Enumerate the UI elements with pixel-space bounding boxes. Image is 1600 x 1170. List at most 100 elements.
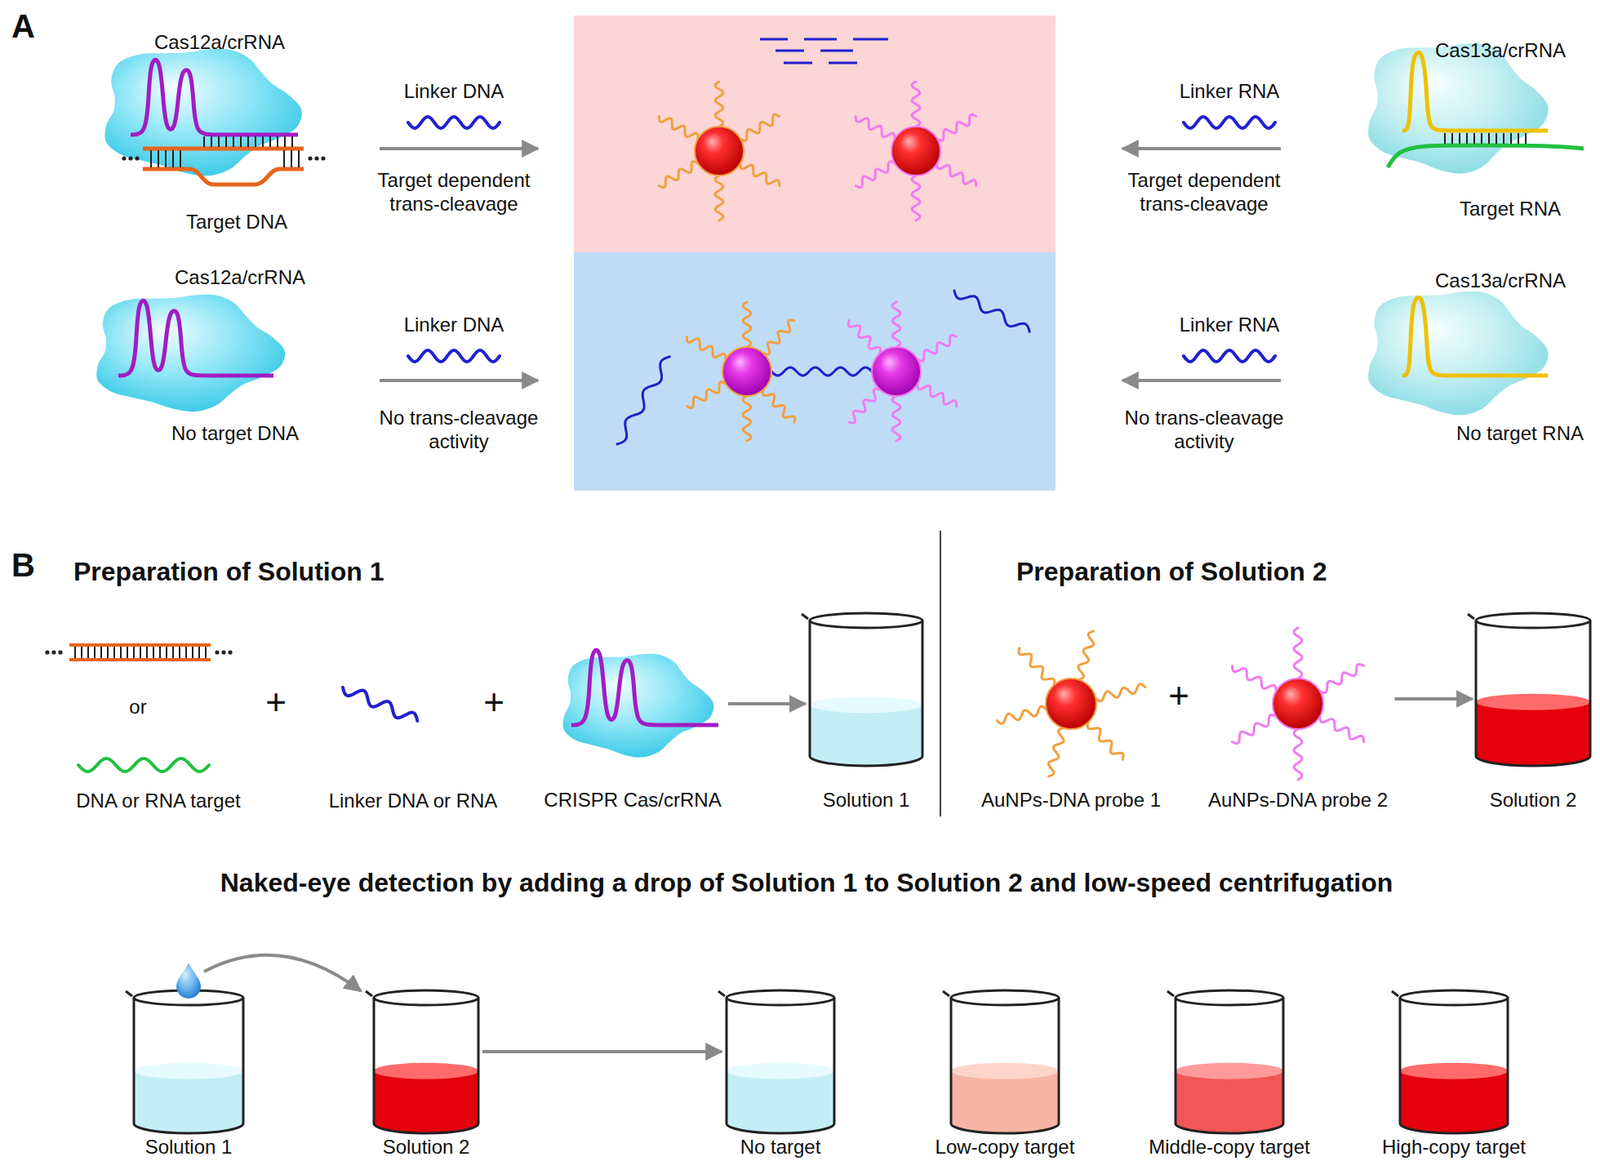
beaker	[125, 613, 1591, 1134]
cleaved-linker-fragments	[760, 39, 889, 63]
beaker	[373, 997, 479, 1134]
beaker	[942, 991, 950, 996]
cas13a-complex	[1510, 133, 1512, 144]
cas12a-complex	[291, 136, 294, 147]
cas12a-complex	[150, 150, 152, 168]
target-nucleic-acid	[44, 649, 49, 654]
node-label: High-copy target	[1382, 1135, 1526, 1160]
beaker	[133, 997, 244, 1134]
aggregated-nanoparticles	[686, 382, 726, 409]
target-nucleic-acid	[120, 646, 122, 658]
aggregated-nanoparticles	[892, 302, 901, 347]
cas12a-complex	[210, 136, 213, 147]
cas13a-complex	[1387, 145, 1584, 168]
beaker	[809, 696, 923, 713]
annotation-label: Linker DNA or RNA	[328, 789, 498, 814]
target-nucleic-acid	[178, 646, 181, 658]
gold-nanoparticle	[855, 116, 895, 140]
cas12a-complex	[142, 146, 304, 152]
beaker	[1475, 620, 1591, 766]
panel-divider	[939, 530, 942, 817]
annotation-label: or	[128, 695, 147, 720]
free-linker	[617, 356, 670, 445]
gold-nanoparticle	[891, 126, 941, 176]
aunp-dna-probe	[1320, 716, 1365, 743]
panel-letter: B	[11, 545, 36, 585]
cas12a-complex	[290, 150, 293, 168]
linker-strand	[408, 116, 500, 129]
cas12a-complex	[203, 136, 205, 147]
target-nucleic-acid	[172, 646, 174, 658]
cas12a-complex	[142, 168, 304, 185]
target-nucleic-acid	[159, 646, 161, 658]
beaker	[951, 1071, 1059, 1134]
cas12a-complex	[297, 150, 300, 168]
cleaved-linker-fragments	[820, 49, 854, 53]
cas13a-complex	[1480, 133, 1483, 144]
aunp-dna-probe	[1045, 678, 1097, 729]
aggregated-nanoparticles	[686, 302, 956, 441]
node-label: Low-copy target	[935, 1135, 1076, 1160]
panel-letter: A	[11, 6, 36, 46]
aggregated-nanoparticles	[848, 320, 881, 354]
node-label: CRISPR Cas/crRNA	[543, 788, 721, 813]
target-nucleic-acid	[44, 644, 232, 772]
beaker	[809, 704, 923, 766]
aunp-dna-probe	[996, 706, 1046, 724]
cleaved-linker-fragments	[760, 38, 788, 41]
gold-nanoparticle	[911, 175, 920, 221]
beaker	[726, 997, 835, 1134]
result-panel	[573, 15, 1056, 491]
result-panel	[573, 252, 1056, 491]
target-nucleic-acid	[221, 649, 226, 654]
section-heading: Naked-eye detection by adding a drop of …	[220, 866, 1394, 898]
flow-arrow	[1395, 697, 1473, 701]
beaker	[718, 991, 725, 996]
node-label: AuNPs-DNA probe 2	[1208, 788, 1388, 813]
aunp-dna-probe	[1018, 648, 1055, 685]
beaker	[1175, 997, 1284, 1134]
cas12a-complex	[269, 136, 272, 147]
target-nucleic-acid	[214, 649, 219, 654]
annotation-label: Cas12a/crRNA	[154, 31, 285, 55]
aunp-dna-probe	[996, 627, 1364, 780]
cas13a-complex	[1502, 133, 1505, 144]
cas12a-complex	[307, 155, 312, 160]
aggregated-nanoparticles	[722, 346, 772, 396]
plus-sign: +	[483, 680, 505, 725]
aunp-dna-probe	[1293, 627, 1303, 679]
target-nucleic-acid	[198, 646, 200, 658]
aunp-dna-probe	[1293, 728, 1303, 780]
target-nucleic-acid	[204, 646, 207, 658]
flow-arrow	[482, 1049, 722, 1054]
beaker	[125, 991, 133, 996]
annotation-label: Linker DNA	[404, 80, 505, 104]
process-arrow	[1122, 378, 1281, 383]
cas12a-complex	[179, 150, 182, 168]
gold-nanoparticle	[694, 126, 744, 176]
gold-nanoparticle	[658, 81, 976, 221]
target-nucleic-acid	[152, 646, 155, 658]
cleaved-linker-fragments	[783, 62, 813, 65]
beaker-node: Solution 1	[131, 995, 246, 1160]
beaker	[809, 620, 923, 766]
annotation-label: Target RNA	[1459, 197, 1561, 222]
cas12a-complex	[225, 136, 227, 147]
beaker	[1400, 990, 1508, 1005]
aunp-dna-probe	[1087, 722, 1124, 760]
cas12a-complex	[172, 150, 174, 168]
cas12a-complex	[118, 300, 274, 376]
beaker	[1475, 693, 1591, 711]
beaker	[951, 997, 1059, 1134]
beaker	[726, 1071, 835, 1134]
cas13a-complex	[1524, 133, 1527, 144]
beaker-node: Solution 2	[1474, 617, 1593, 813]
aunp-dna-probe	[1272, 678, 1324, 729]
result-beaker: No target	[723, 995, 838, 1160]
cas12a-complex	[283, 150, 285, 168]
target-nucleic-acid	[93, 646, 96, 658]
cas13a-complex	[1473, 133, 1476, 144]
cas12a-complex	[96, 294, 285, 412]
gold-nanoparticle	[658, 116, 698, 140]
annotation-label: Linker RNA	[1179, 313, 1280, 338]
